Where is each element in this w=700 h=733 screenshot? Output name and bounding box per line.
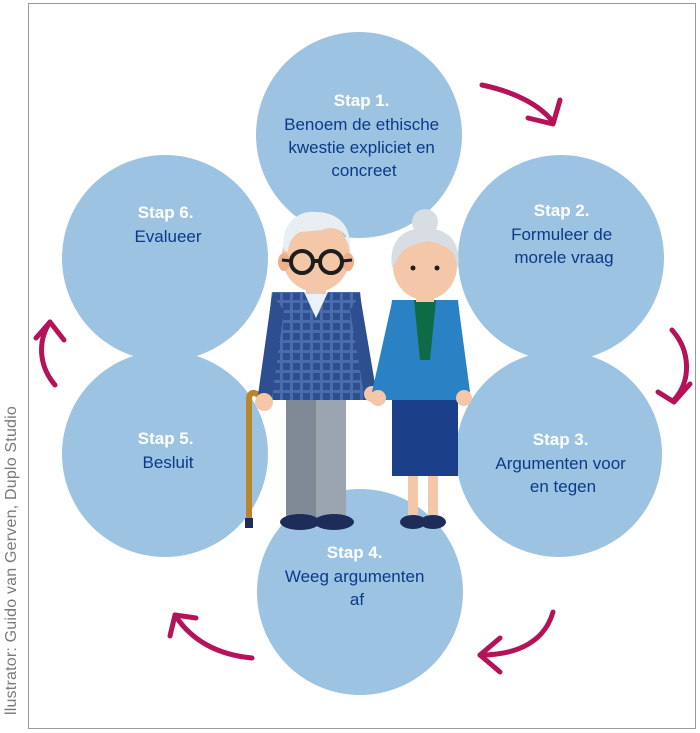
step-4-circle (257, 489, 463, 695)
arrow-step5-to-step6 (33, 319, 67, 388)
arrow-step4-to-step5 (167, 612, 255, 661)
step-2-circle (458, 155, 664, 361)
step-6-title: Stap 6. (138, 203, 194, 222)
step-1-circle (256, 32, 462, 238)
cycle-arrows (33, 82, 693, 675)
step-2-line-1: Formuleer de (511, 225, 612, 244)
step-3-label: Stap 3. Argumenten voor en tegen (495, 430, 630, 496)
step-1-line-3: concreet (331, 161, 396, 180)
elderly-couple-illustration (245, 209, 472, 530)
step-3-circle (456, 351, 662, 557)
step-5-label: Stap 5. Besluit (138, 429, 198, 472)
step-2-title: Stap 2. (534, 201, 590, 220)
step-5-line-1: Besluit (142, 453, 193, 472)
diagram-frame (28, 3, 696, 729)
step-6-circle (62, 155, 268, 361)
step-6-line-1: Evalueer (134, 227, 201, 246)
arrow-step3-to-step4 (477, 609, 556, 675)
step-4-label: Stap 4. Weeg argumenten af (285, 543, 429, 609)
arrow-step2-to-step3 (655, 327, 693, 405)
step-3-line-1: Argumenten voor (495, 454, 626, 473)
step-1-line-2: kwestie expliciet en (288, 138, 434, 157)
step-labels: Stap 1. Benoem de ethische kwestie expli… (134, 91, 630, 609)
step-2-line-2: morele vraag (514, 248, 613, 267)
elderly-man-figure (245, 211, 380, 530)
step-3-line-2: en tegen (530, 477, 596, 496)
step-5-title: Stap 5. (138, 429, 194, 448)
step-1-label: Stap 1. Benoem de ethische kwestie expli… (284, 91, 444, 180)
step-4-line-2: af (350, 590, 364, 609)
step-3-title: Stap 3. (533, 430, 589, 449)
step-circles (62, 32, 664, 695)
step-4-title: Stap 4. (327, 543, 383, 562)
elderly-woman-figure (370, 209, 472, 529)
step-1-title: Stap 1. (334, 91, 390, 110)
step-4-line-1: Weeg argumenten (285, 567, 425, 586)
step-5-circle (62, 351, 268, 557)
step-6-label: Stap 6. Evalueer (134, 203, 201, 246)
step-1-line-1: Benoem de ethische (284, 115, 439, 134)
step-2-label: Stap 2. Formuleer de morele vraag (511, 201, 617, 267)
arrow-step1-to-step2 (479, 82, 563, 127)
